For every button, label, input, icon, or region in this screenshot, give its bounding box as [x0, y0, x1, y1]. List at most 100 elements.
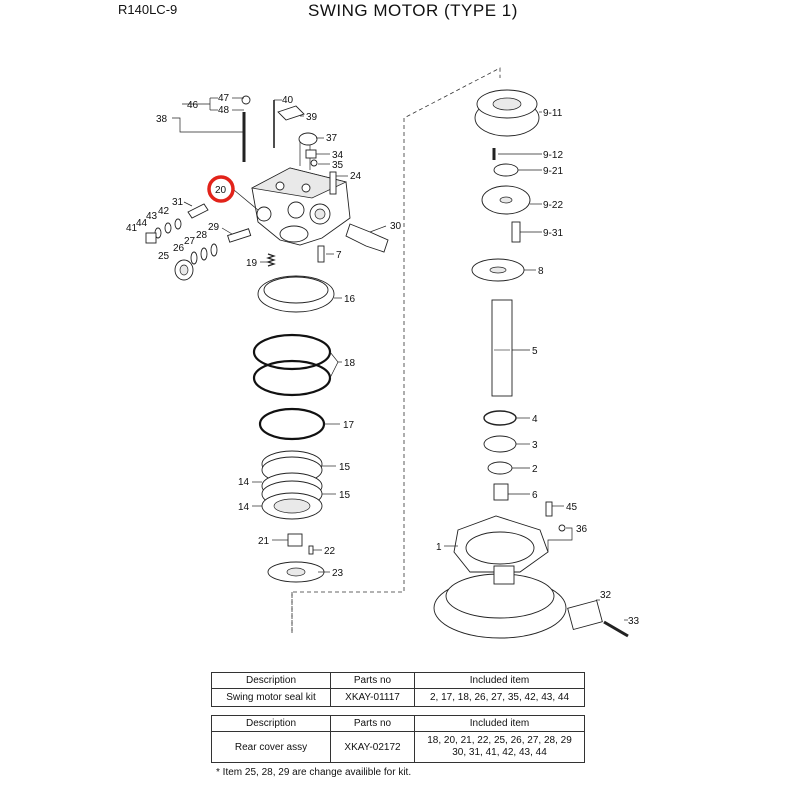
callout-9-12: 9-12	[543, 150, 563, 161]
callout-41: 41	[126, 223, 138, 234]
brake-valve-30	[345, 223, 389, 253]
callout-7: 7	[336, 250, 342, 261]
callout-29: 29	[208, 222, 220, 233]
cell-parts-no: XKAY-01117	[330, 688, 415, 707]
callout-22: 22	[324, 546, 336, 557]
pin-22	[308, 545, 314, 555]
callout-2: 2	[532, 464, 538, 475]
highlight-ring	[207, 175, 235, 203]
callout-34: 34	[332, 150, 344, 161]
callout-28: 28	[196, 230, 208, 241]
cell-included-item: 2, 17, 18, 26, 27, 35, 42, 43, 44	[414, 688, 585, 707]
cell-included-item: 18, 20, 21, 22, 25, 26, 27, 28, 29 30, 3…	[414, 731, 585, 763]
oring-27	[200, 247, 208, 261]
rear-cover-body	[250, 140, 351, 246]
callout-14-bottom: 14	[238, 502, 250, 513]
callout-31: 31	[172, 197, 184, 208]
callout-17: 17	[343, 420, 355, 431]
callout-9-11: 9-11	[543, 108, 563, 119]
plug-41	[145, 232, 157, 244]
plug-34	[305, 149, 317, 159]
callout-15-top: 15	[339, 462, 351, 473]
callout-36: 36	[576, 524, 588, 535]
callout-37: 37	[326, 133, 338, 144]
col-description: Description	[211, 715, 331, 732]
valve-31	[187, 203, 209, 219]
callout-24: 24	[350, 171, 362, 182]
callout-47: 47	[218, 93, 230, 104]
table-row: Rear cover assy XKAY-02172 18, 20, 21, 2…	[211, 731, 585, 763]
callout-33: 33	[628, 616, 640, 627]
callout-9-31: 9-31	[543, 228, 563, 239]
oring-18b	[252, 359, 332, 397]
bearing-21	[287, 533, 303, 547]
roller-bearing-3	[483, 435, 517, 453]
col-included-item: Included item	[414, 672, 585, 689]
callout-16: 16	[344, 294, 356, 305]
callout-9-22: 9-22	[543, 200, 563, 211]
bolt-33	[603, 620, 629, 638]
table-row: Swing motor seal kit XKAY-01117 2, 17, 1…	[211, 688, 585, 707]
plug-37	[298, 132, 318, 146]
assembly-outline	[291, 67, 501, 633]
col-description: Description	[211, 672, 331, 689]
oring-18a	[252, 333, 332, 371]
callout-48: 48	[218, 105, 230, 116]
callout-44: 44	[136, 218, 148, 229]
drive-shaft-5	[491, 299, 513, 397]
oring-43	[164, 222, 172, 234]
leader-lines	[172, 97, 628, 621]
cell-description: Rear cover assy	[211, 731, 331, 763]
oring-26	[190, 251, 198, 265]
callout-30: 30	[390, 221, 402, 232]
callout-27: 27	[184, 236, 196, 247]
seal-kit-table: Description Parts no Included item Swing…	[211, 672, 585, 707]
oring-28	[210, 243, 218, 257]
valve-29	[227, 228, 252, 243]
oring-17	[258, 407, 326, 441]
piston-9-31	[511, 221, 521, 243]
callout-18: 18	[344, 358, 356, 369]
pin-7	[317, 245, 325, 263]
callout-9-21: 9-21	[543, 166, 563, 177]
snap-ring-4	[483, 410, 517, 426]
callout-46: 46	[187, 100, 199, 111]
exploded-parts-diagram: 47 46 48 38 40 39 37 34 35 24 20 31 42 4…	[126, 67, 640, 639]
plug-36	[558, 524, 566, 532]
callout-40: 40	[282, 95, 294, 106]
callout-4: 4	[532, 414, 538, 425]
callout-5: 5	[532, 346, 538, 357]
bushing-2	[487, 461, 513, 475]
callout-6: 6	[532, 490, 538, 501]
plug-45	[545, 501, 553, 517]
bolt-24	[329, 171, 337, 195]
callout-32: 32	[600, 590, 612, 601]
callout-26: 26	[173, 243, 185, 254]
relief-valve-32	[567, 599, 603, 631]
callout-8: 8	[538, 266, 544, 277]
callout-19: 19	[246, 258, 258, 269]
spherical-bushing-9-21	[493, 163, 519, 177]
callout-38: 38	[156, 114, 168, 125]
callout-14-top: 14	[238, 477, 250, 488]
callout-1: 1	[436, 542, 442, 553]
oring-35	[310, 159, 318, 167]
rear-cover-assy-table: Description Parts no Included item Rear …	[211, 715, 585, 763]
col-parts-no: Parts no	[330, 715, 415, 732]
callout-23: 23	[332, 568, 344, 579]
callout-15-bottom: 15	[339, 490, 351, 501]
page-title: SWING MOTOR (TYPE 1)	[308, 1, 518, 20]
callout-45: 45	[566, 502, 578, 513]
oring-42	[174, 218, 182, 230]
cell-parts-no: XKAY-02172	[330, 731, 415, 763]
callout-43: 43	[146, 211, 158, 222]
casing-1	[433, 515, 567, 639]
callout-39: 39	[306, 112, 318, 123]
callout-42: 42	[158, 206, 170, 217]
spring-19	[266, 253, 276, 267]
plug-47	[241, 95, 251, 105]
bushing-6	[493, 483, 509, 501]
footnote: * Item 25, 28, 29 are change availible f…	[216, 767, 412, 778]
model-code: R140LC-9	[118, 2, 178, 17]
callout-3: 3	[532, 440, 538, 451]
